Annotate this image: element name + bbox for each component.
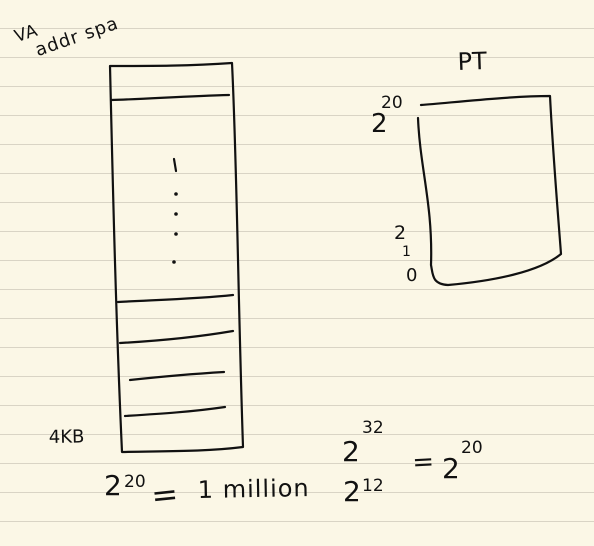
left-formula-base: 2 bbox=[104, 469, 122, 502]
page-table-one-base: 2 bbox=[394, 222, 407, 244]
va-divider-3 bbox=[128, 370, 226, 382]
page-table-one-exponent: 1 bbox=[402, 244, 411, 260]
left-formula-equals: = bbox=[149, 474, 180, 515]
right-formula-equals: = bbox=[411, 446, 435, 478]
va-divider-4 bbox=[123, 405, 227, 418]
page-table-top-base: 2 bbox=[371, 109, 388, 139]
right-formula-bottom-base: 2 bbox=[343, 475, 361, 508]
right-formula-result-exponent: 20 bbox=[461, 438, 483, 458]
va-divider-2 bbox=[118, 329, 235, 345]
page-table-top-exponent: 20 bbox=[381, 93, 403, 113]
va-ellipsis-dot-4 bbox=[172, 260, 176, 264]
right-formula-result-base: 2 bbox=[442, 452, 460, 485]
va-top-divider bbox=[109, 93, 231, 102]
va-ellipsis-dot-3 bbox=[174, 232, 178, 236]
va-ellipsis-tick bbox=[172, 157, 178, 173]
left-formula-value: 1 million bbox=[197, 474, 310, 504]
page-table-zero-index: 0 bbox=[406, 265, 418, 286]
va-ellipsis-dot-2 bbox=[174, 212, 178, 216]
page-table-outline bbox=[416, 94, 563, 287]
va-divider-1 bbox=[116, 293, 235, 304]
va-ellipsis-dot-1 bbox=[174, 192, 178, 196]
right-formula-top-exponent: 32 bbox=[362, 418, 384, 438]
page-table-label: PT bbox=[457, 46, 488, 76]
right-formula-bottom-exponent: 12 bbox=[362, 476, 384, 496]
left-formula-exponent: 20 bbox=[124, 472, 146, 492]
right-formula-top-base: 2 bbox=[342, 435, 360, 468]
va-address-space-box bbox=[108, 61, 245, 454]
page-size-label: 4KB bbox=[48, 426, 85, 448]
